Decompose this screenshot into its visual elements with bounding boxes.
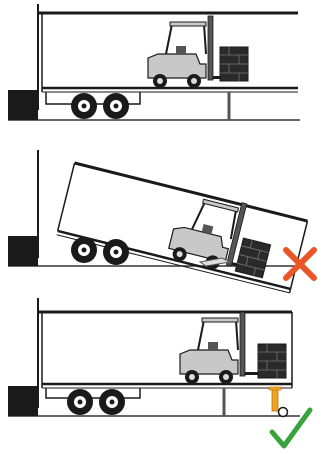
trailer-wheel	[67, 389, 93, 415]
trailer-wheel	[103, 239, 129, 265]
trailer-wheel	[103, 93, 129, 119]
tractor-block	[8, 236, 38, 266]
cross-icon	[286, 250, 314, 278]
trailer-stand-support-icon	[269, 387, 288, 417]
cargo-stack-icon	[220, 47, 248, 81]
tractor-block	[8, 90, 38, 120]
forklift-icon	[180, 312, 269, 384]
tilted-trailer	[57, 161, 308, 293]
trailer-wheel	[71, 237, 97, 263]
collapsed-leg	[200, 258, 230, 266]
cargo-stack-icon	[258, 344, 286, 378]
panel-3-supported	[8, 298, 310, 446]
panel-2-tipped	[8, 150, 314, 293]
tractor-block	[8, 386, 38, 416]
trailer-wheel	[71, 93, 97, 119]
trailer-wheel	[99, 389, 125, 415]
panel-1-stable	[8, 4, 300, 120]
